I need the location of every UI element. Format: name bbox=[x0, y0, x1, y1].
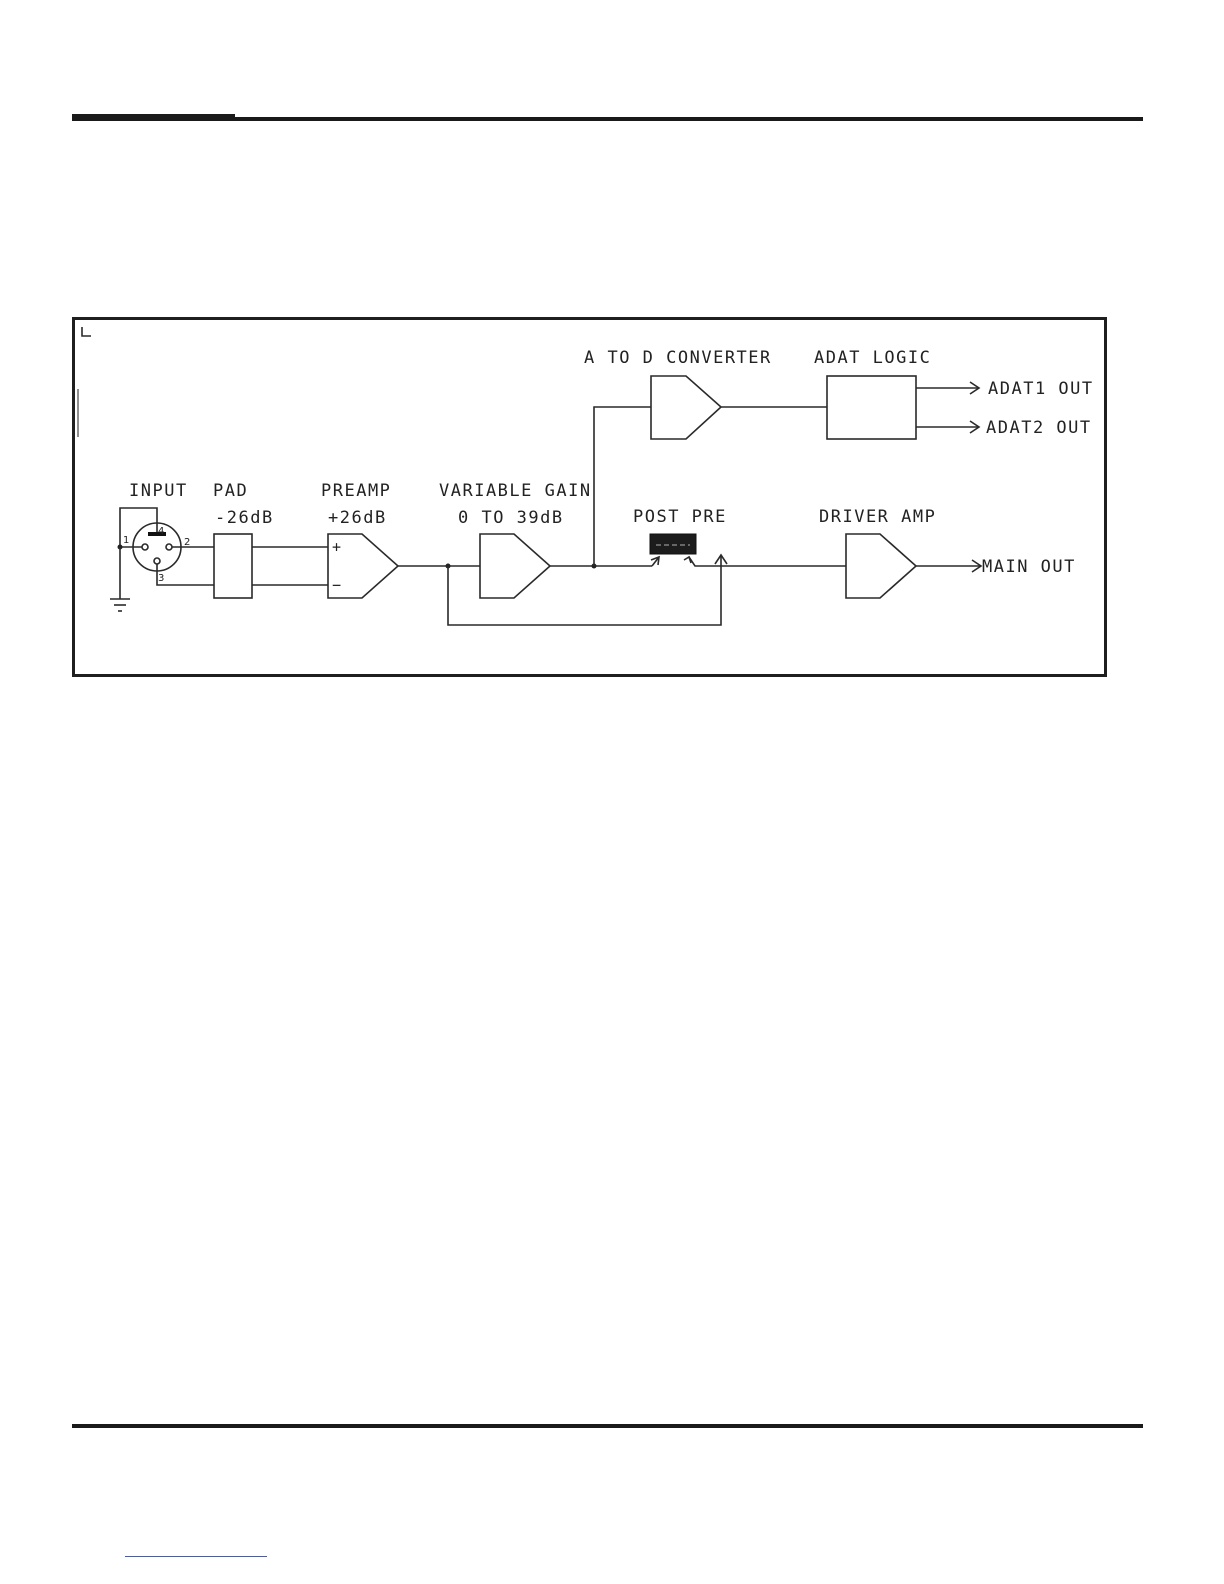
preamp-gain-label: +26dB bbox=[328, 508, 387, 528]
header-rule bbox=[72, 117, 1143, 121]
pad-label: PAD bbox=[213, 481, 248, 501]
signal-flow-diagram: 4 1 2 3 + − bbox=[72, 317, 1107, 677]
variable-gain-label: VARIABLE GAIN bbox=[439, 481, 592, 501]
driver-amp-label: DRIVER AMP bbox=[819, 507, 936, 527]
pin-1-label: 1 bbox=[123, 535, 129, 546]
main-out-label: MAIN OUT bbox=[982, 557, 1076, 577]
footer-rule bbox=[72, 1424, 1143, 1428]
preamp-plus-symbol: + bbox=[332, 538, 341, 556]
adat-logic-label: ADAT LOGIC bbox=[814, 348, 931, 368]
post-pre-label: POST PRE bbox=[633, 507, 727, 527]
pad-gain-label: -26dB bbox=[215, 508, 274, 528]
variable-gain-range-label: 0 TO 39dB bbox=[458, 508, 564, 528]
preamp-label: PREAMP bbox=[321, 481, 391, 501]
footer-link-underline bbox=[125, 1556, 267, 1557]
post-pre-jumper-switch bbox=[650, 534, 696, 554]
adat1-out-label: ADAT1 OUT bbox=[988, 379, 1094, 399]
pin-3-label: 3 bbox=[158, 573, 164, 584]
input-label: INPUT bbox=[129, 481, 188, 501]
adat2-out-label: ADAT2 OUT bbox=[986, 418, 1092, 438]
a-to-d-converter-label: A TO D CONVERTER bbox=[584, 348, 772, 368]
pin-4-label: 4 bbox=[158, 526, 164, 537]
preamp-minus-symbol: − bbox=[332, 576, 341, 594]
